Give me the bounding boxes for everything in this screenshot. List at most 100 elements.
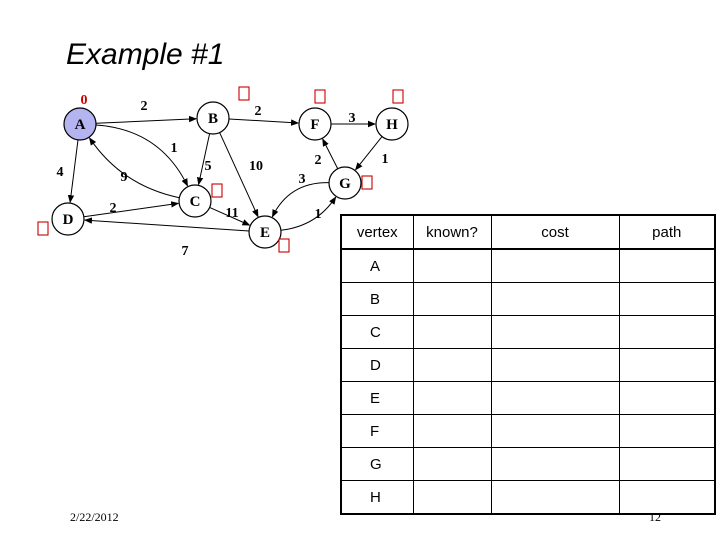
table-row: A xyxy=(340,248,716,283)
cost-infinity-icon-E xyxy=(278,238,290,253)
edge-D-C xyxy=(83,201,180,218)
node-label: E xyxy=(260,225,270,241)
table-header-row: vertex known? cost path xyxy=(340,214,716,250)
edge-A-D xyxy=(67,139,79,204)
cell-vertex: D xyxy=(340,348,414,382)
cell-cost xyxy=(490,248,620,283)
cost-infinity-icon-G xyxy=(361,175,373,190)
edge-weight-G-F: 2 xyxy=(315,153,322,168)
edge-B-C xyxy=(196,133,211,186)
node-circle xyxy=(248,215,282,249)
cell-path xyxy=(618,414,716,448)
node-circle xyxy=(196,101,230,135)
edge-H-G xyxy=(354,136,383,171)
edge-E-G xyxy=(280,196,337,231)
table-row: F xyxy=(340,414,716,448)
edge-G-E xyxy=(271,182,330,218)
cell-known xyxy=(412,447,492,481)
cell-vertex: G xyxy=(340,447,414,481)
table-row: D xyxy=(340,348,716,382)
cell-vertex: F xyxy=(340,414,414,448)
footer-date: 2/22/2012 xyxy=(70,510,119,524)
edge-weight-D-C: 2 xyxy=(110,201,117,216)
edge-C-A xyxy=(88,137,180,199)
node-B: B xyxy=(196,101,230,135)
cost-infinity-icon-F xyxy=(314,89,326,104)
edge-weight-E-G: 1 xyxy=(315,207,322,222)
table-row: H xyxy=(340,480,716,515)
node-circle xyxy=(51,202,85,236)
edge-weight-C-E: 11 xyxy=(225,206,238,221)
cost-infinity-icon-H xyxy=(392,89,404,104)
cell-vertex: B xyxy=(340,282,414,316)
edge-weight-B-C: 5 xyxy=(205,159,212,174)
node-circle xyxy=(178,184,212,218)
cost-label-A: 0 xyxy=(81,93,88,108)
edge-B-F xyxy=(228,118,300,126)
cell-known xyxy=(412,282,492,316)
cell-cost xyxy=(490,282,620,316)
cell-cost xyxy=(490,414,620,448)
cell-known xyxy=(412,248,492,283)
cell-cost xyxy=(490,381,620,415)
header-vertex: vertex xyxy=(340,214,414,250)
header-known: known? xyxy=(412,214,492,250)
node-F: F xyxy=(298,107,332,141)
cell-path xyxy=(618,381,716,415)
edge-A-C xyxy=(95,124,188,187)
node-circle xyxy=(63,107,97,141)
edge-weight-A-B: 2 xyxy=(141,99,148,114)
cell-cost xyxy=(490,480,620,515)
cell-known xyxy=(412,348,492,382)
node-label: H xyxy=(386,117,398,133)
cell-path xyxy=(618,480,716,515)
edge-weight-B-F: 2 xyxy=(255,104,262,119)
node-A: A xyxy=(63,107,97,141)
table-row: E xyxy=(340,381,716,415)
cost-infinity-icon-D xyxy=(37,221,49,236)
edge-C-E xyxy=(209,207,251,226)
cell-cost xyxy=(490,348,620,382)
node-D: D xyxy=(51,202,85,236)
cell-vertex: E xyxy=(340,381,414,415)
cost-infinity-icon-C xyxy=(211,183,223,198)
node-label: G xyxy=(339,176,351,192)
node-E: E xyxy=(248,215,282,249)
cell-path xyxy=(618,282,716,316)
cell-known xyxy=(412,315,492,349)
cell-vertex: A xyxy=(340,248,414,283)
table-row: G xyxy=(340,447,716,481)
cell-cost xyxy=(490,447,620,481)
cell-known xyxy=(412,414,492,448)
node-H: H xyxy=(375,107,409,141)
node-circle xyxy=(328,166,362,200)
table-row: B xyxy=(340,282,716,316)
node-label: F xyxy=(310,117,319,133)
cell-path xyxy=(618,447,716,481)
edge-B-E xyxy=(219,132,259,218)
node-label: B xyxy=(208,111,218,127)
node-label: C xyxy=(190,194,201,210)
edge-weight-B-E: 10 xyxy=(249,159,263,174)
edge-E-D xyxy=(83,217,250,232)
node-label: A xyxy=(75,117,86,133)
edge-G-F xyxy=(322,138,339,169)
cell-path xyxy=(618,348,716,382)
edge-weight-C-A: 9 xyxy=(121,170,128,185)
edge-weight-G-E: 3 xyxy=(299,172,306,187)
node-C: C xyxy=(178,184,212,218)
node-G: G xyxy=(328,166,362,200)
cell-cost xyxy=(490,315,620,349)
header-path: path xyxy=(618,214,716,250)
page-number: 12 xyxy=(649,510,661,524)
cost-infinity-icon-B xyxy=(238,86,250,101)
header-cost: cost xyxy=(490,214,620,250)
table-row: C xyxy=(340,315,716,349)
edge-A-B xyxy=(95,115,198,124)
cell-vertex: C xyxy=(340,315,414,349)
node-label: D xyxy=(63,212,74,228)
edge-weight-H-G: 1 xyxy=(382,152,389,167)
cell-vertex: H xyxy=(340,480,414,515)
